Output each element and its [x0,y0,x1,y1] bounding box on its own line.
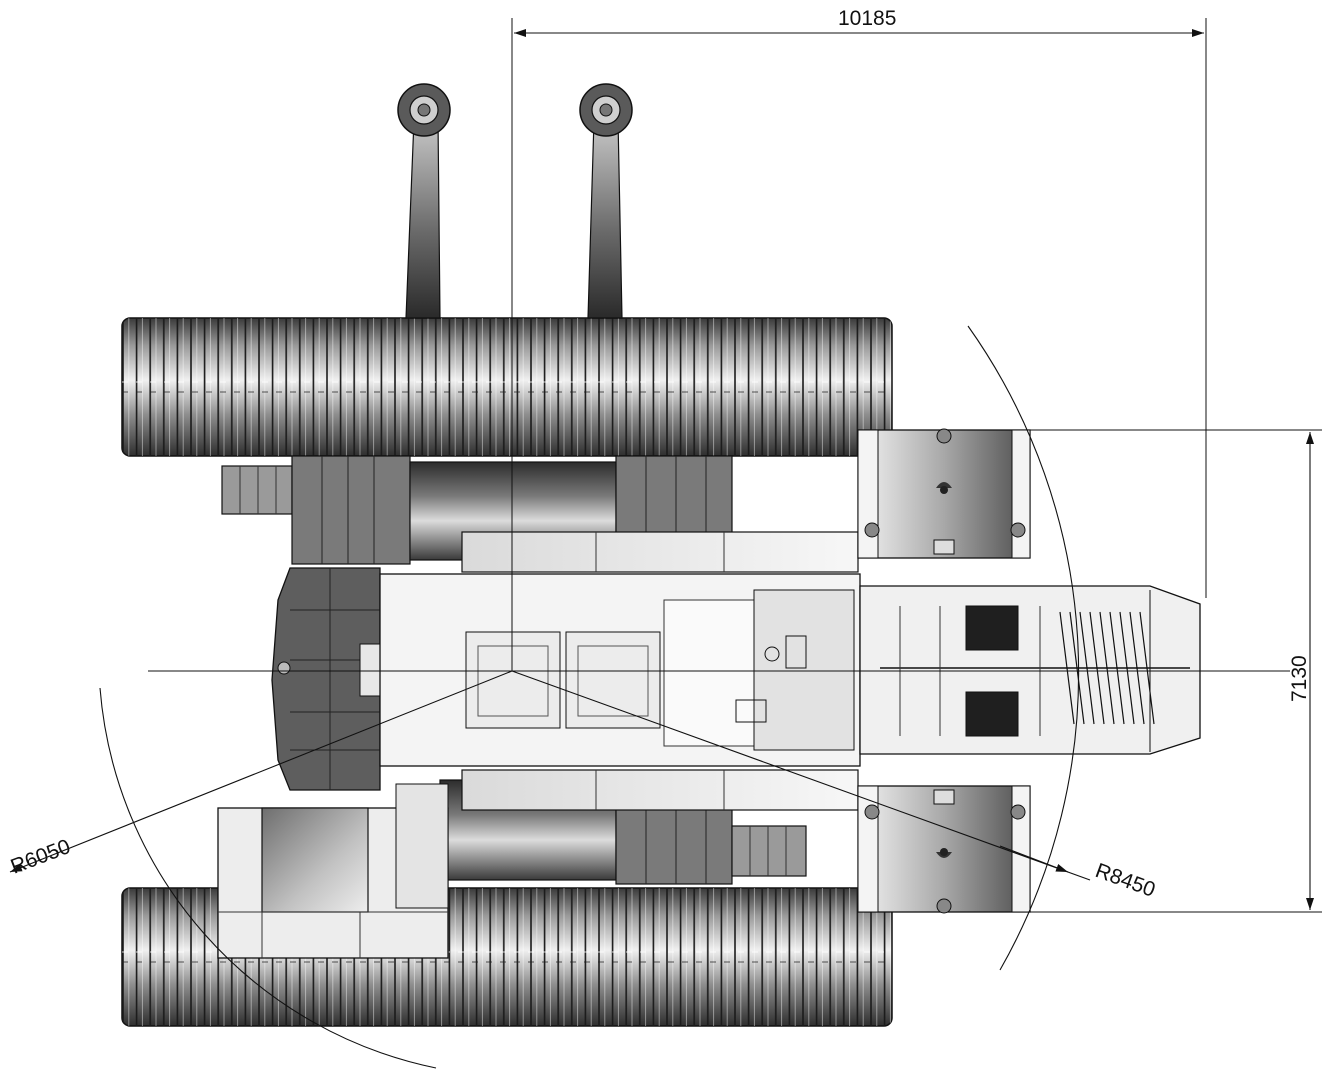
front-radius-leader [511,670,1091,881]
boom-foot-section [859,585,1201,755]
overall-length-dimension [511,18,1207,671]
front-radius-arrow [999,845,1069,873]
tail-radius-label: R6050 [8,835,74,879]
counterweight-upper [857,428,1031,559]
front-radius-label: R8450 [1092,859,1158,902]
outrigger-arm-right [579,83,633,319]
outrigger-arm-left [397,83,451,319]
overall-length-label: 10185 [838,7,896,30]
tail-radius-leader [9,670,513,873]
track-width-dimension [1024,429,1322,913]
upper-deck [379,531,861,811]
upper-crawler-track [121,317,893,457]
operator-cab [217,783,449,959]
track-width-label: 7130 [1288,655,1311,702]
front-swing-arc [967,325,1080,971]
tail-swing-arc [99,687,437,1069]
